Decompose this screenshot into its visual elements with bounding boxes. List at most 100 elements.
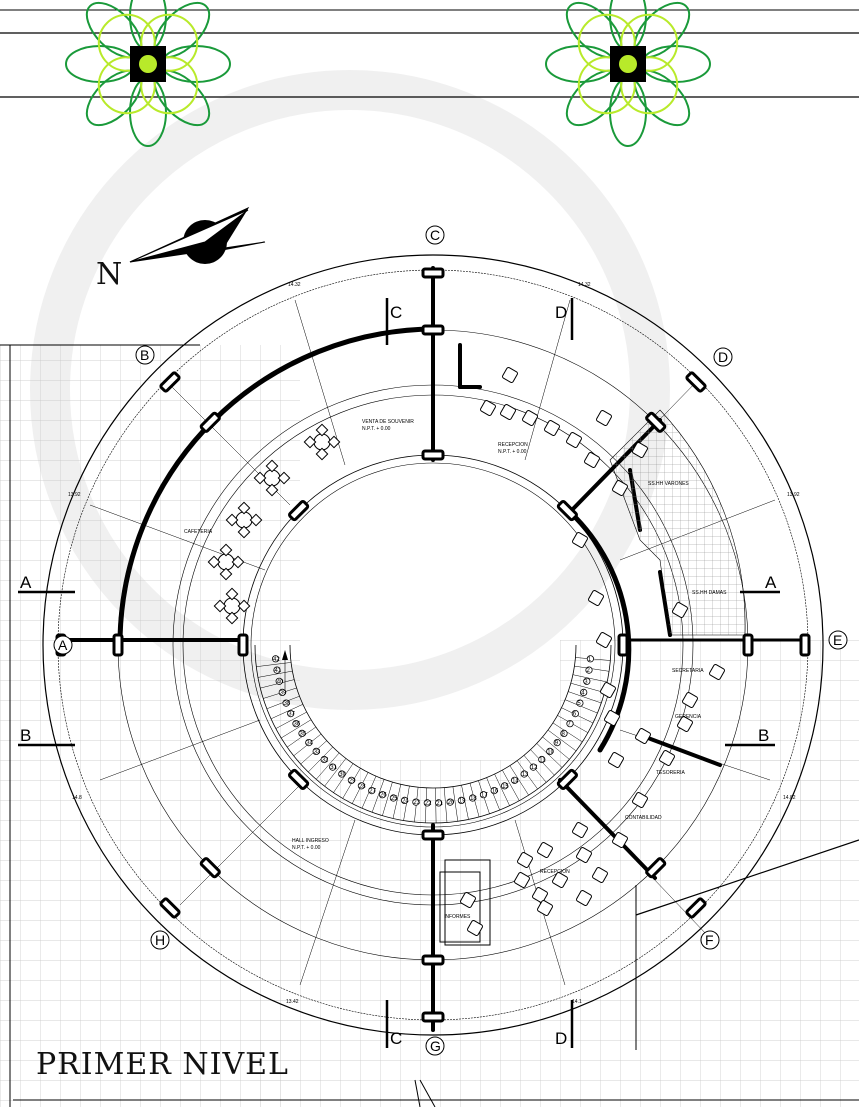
stair-step-number: 30 xyxy=(339,772,346,778)
column xyxy=(799,633,811,657)
stair-tread xyxy=(371,779,385,813)
chair xyxy=(502,367,518,383)
stair-step-number: 3 xyxy=(584,679,588,685)
stair-step-number: 11 xyxy=(539,758,546,764)
stair-step-marker xyxy=(320,755,328,764)
axis-bubble xyxy=(53,635,73,655)
stair-tread xyxy=(392,784,402,819)
stair-step-number: 31 xyxy=(330,765,337,771)
stair-step-marker xyxy=(479,791,488,799)
stair-step-number: 6 xyxy=(573,712,577,718)
chair xyxy=(480,400,496,416)
stair-step-marker xyxy=(338,770,346,778)
column xyxy=(421,449,445,461)
room-label: SS.HH VARONES xyxy=(648,481,689,487)
stair-step-marker xyxy=(510,776,519,784)
stair-step-number: 27 xyxy=(369,789,376,795)
cafe-chair xyxy=(265,459,279,473)
level-tag: N.P.T. + 0.00 xyxy=(292,845,321,851)
column xyxy=(112,633,124,657)
section-label: D xyxy=(555,303,567,322)
cafe-chair xyxy=(225,611,239,625)
stair-step-number: 19 xyxy=(459,798,466,804)
room-label: HALL INGRESO xyxy=(292,838,329,844)
chair xyxy=(532,887,548,903)
stair-step-marker xyxy=(347,776,355,784)
cafe-table xyxy=(235,511,253,529)
stair-step-marker xyxy=(271,655,280,663)
dimensions: 14.32 14.32 13.92 13.92 14.8 14.82 13.42… xyxy=(68,282,800,1005)
stair-step-marker xyxy=(490,786,498,795)
axis-bubble xyxy=(150,930,170,950)
stair-step-number: 18 xyxy=(470,796,477,802)
column xyxy=(421,324,445,336)
stair-step-marker xyxy=(389,794,397,802)
tree-canopy xyxy=(97,56,156,115)
stair-step-marker xyxy=(435,799,443,807)
column xyxy=(199,411,221,433)
stair-step-marker xyxy=(273,666,281,674)
stair-step-marker xyxy=(312,747,320,756)
cafe-table xyxy=(217,553,235,571)
stair-tread xyxy=(333,763,354,793)
section-cuts xyxy=(18,298,780,1048)
stair-step-number: 12 xyxy=(531,765,538,771)
axis-label: B xyxy=(140,347,149,363)
stair-step-marker xyxy=(400,796,409,805)
cafe-chair xyxy=(237,525,251,539)
section-label: C xyxy=(390,303,402,322)
level-tag: N.P.T. + 0.00 xyxy=(498,449,527,455)
axis-bubble xyxy=(713,347,733,367)
stair-step-marker xyxy=(412,798,420,806)
axis-label: D xyxy=(718,349,728,365)
column xyxy=(645,411,667,433)
cafe-chair xyxy=(249,513,263,527)
column xyxy=(288,500,310,522)
stair-tread xyxy=(443,787,448,823)
stair-tread xyxy=(270,704,304,720)
column xyxy=(421,267,445,279)
stair-tread xyxy=(257,670,293,678)
column xyxy=(556,768,578,790)
stair-tread xyxy=(382,782,393,816)
column xyxy=(199,857,221,879)
cafe-table xyxy=(223,597,241,615)
room-label: GERENCIA xyxy=(675,714,702,720)
north-label: N xyxy=(96,257,123,292)
cafe-chair xyxy=(303,435,317,449)
stair-tread xyxy=(552,722,583,743)
chair xyxy=(672,602,688,618)
cafe-chair xyxy=(219,543,233,557)
column xyxy=(617,633,629,657)
stair-step-number: 25 xyxy=(391,796,398,802)
tree-canopy xyxy=(620,13,679,72)
stair-step-marker xyxy=(560,729,568,738)
chair xyxy=(576,890,592,906)
cafe-chair xyxy=(237,501,251,515)
stair-step-marker xyxy=(457,796,465,805)
dimension-label: 13.92 xyxy=(787,492,800,498)
stair-tread xyxy=(461,785,469,820)
cafe-chair xyxy=(237,599,251,613)
stair-step-marker xyxy=(287,709,295,718)
stair-step-number: 23 xyxy=(413,800,420,806)
chair xyxy=(576,847,592,863)
chair xyxy=(517,852,533,868)
dimension-label: 13.92 xyxy=(68,492,81,498)
stair-step-marker xyxy=(298,729,306,738)
axis-label: A xyxy=(58,637,68,653)
tree-right xyxy=(545,0,711,147)
stair-step-number: 37 xyxy=(288,712,295,718)
axis-label: C xyxy=(430,227,440,243)
column xyxy=(685,897,707,919)
stair-step-marker xyxy=(378,791,387,799)
chair xyxy=(572,822,588,838)
stair-tread xyxy=(547,729,577,752)
stair-tread xyxy=(287,726,317,748)
stair-step-marker xyxy=(546,747,554,756)
stair-step-marker xyxy=(357,782,365,790)
cafe-chair xyxy=(315,423,329,437)
chair xyxy=(588,590,604,606)
